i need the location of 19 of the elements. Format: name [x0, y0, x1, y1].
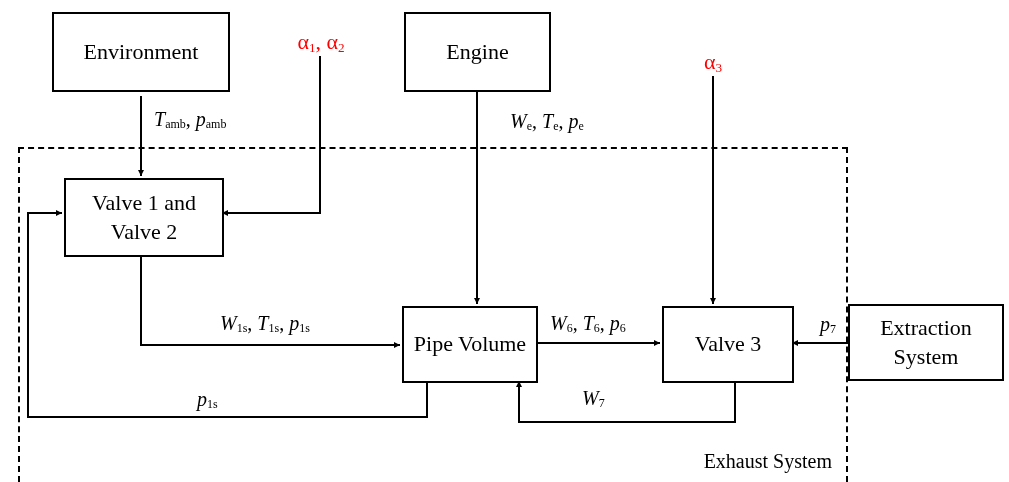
box-label: Engine: [446, 37, 509, 66]
box-label: Pipe Volume: [413, 330, 527, 359]
process-box: [404, 12, 551, 92]
arrow: [710, 75, 716, 305]
process-box: [662, 306, 794, 383]
box-label: Environment: [83, 37, 199, 66]
arrow: [474, 91, 480, 305]
box-label: Extraction System: [879, 313, 973, 371]
group-title: Exhaust System: [703, 449, 832, 474]
box-label: Valve 1 and Valve 2: [91, 188, 197, 246]
parameter-label: α$_{1}$, α$_{2}$: [297, 27, 345, 57]
box-label: Valve 3: [694, 330, 762, 359]
process-box: [52, 12, 230, 92]
process-box: [848, 304, 1004, 381]
process-box: [64, 178, 224, 257]
arrow: [27, 210, 428, 418]
process-box: [402, 306, 538, 383]
arrow: [138, 95, 144, 177]
parameter-label: α$_{3}$: [703, 47, 723, 77]
